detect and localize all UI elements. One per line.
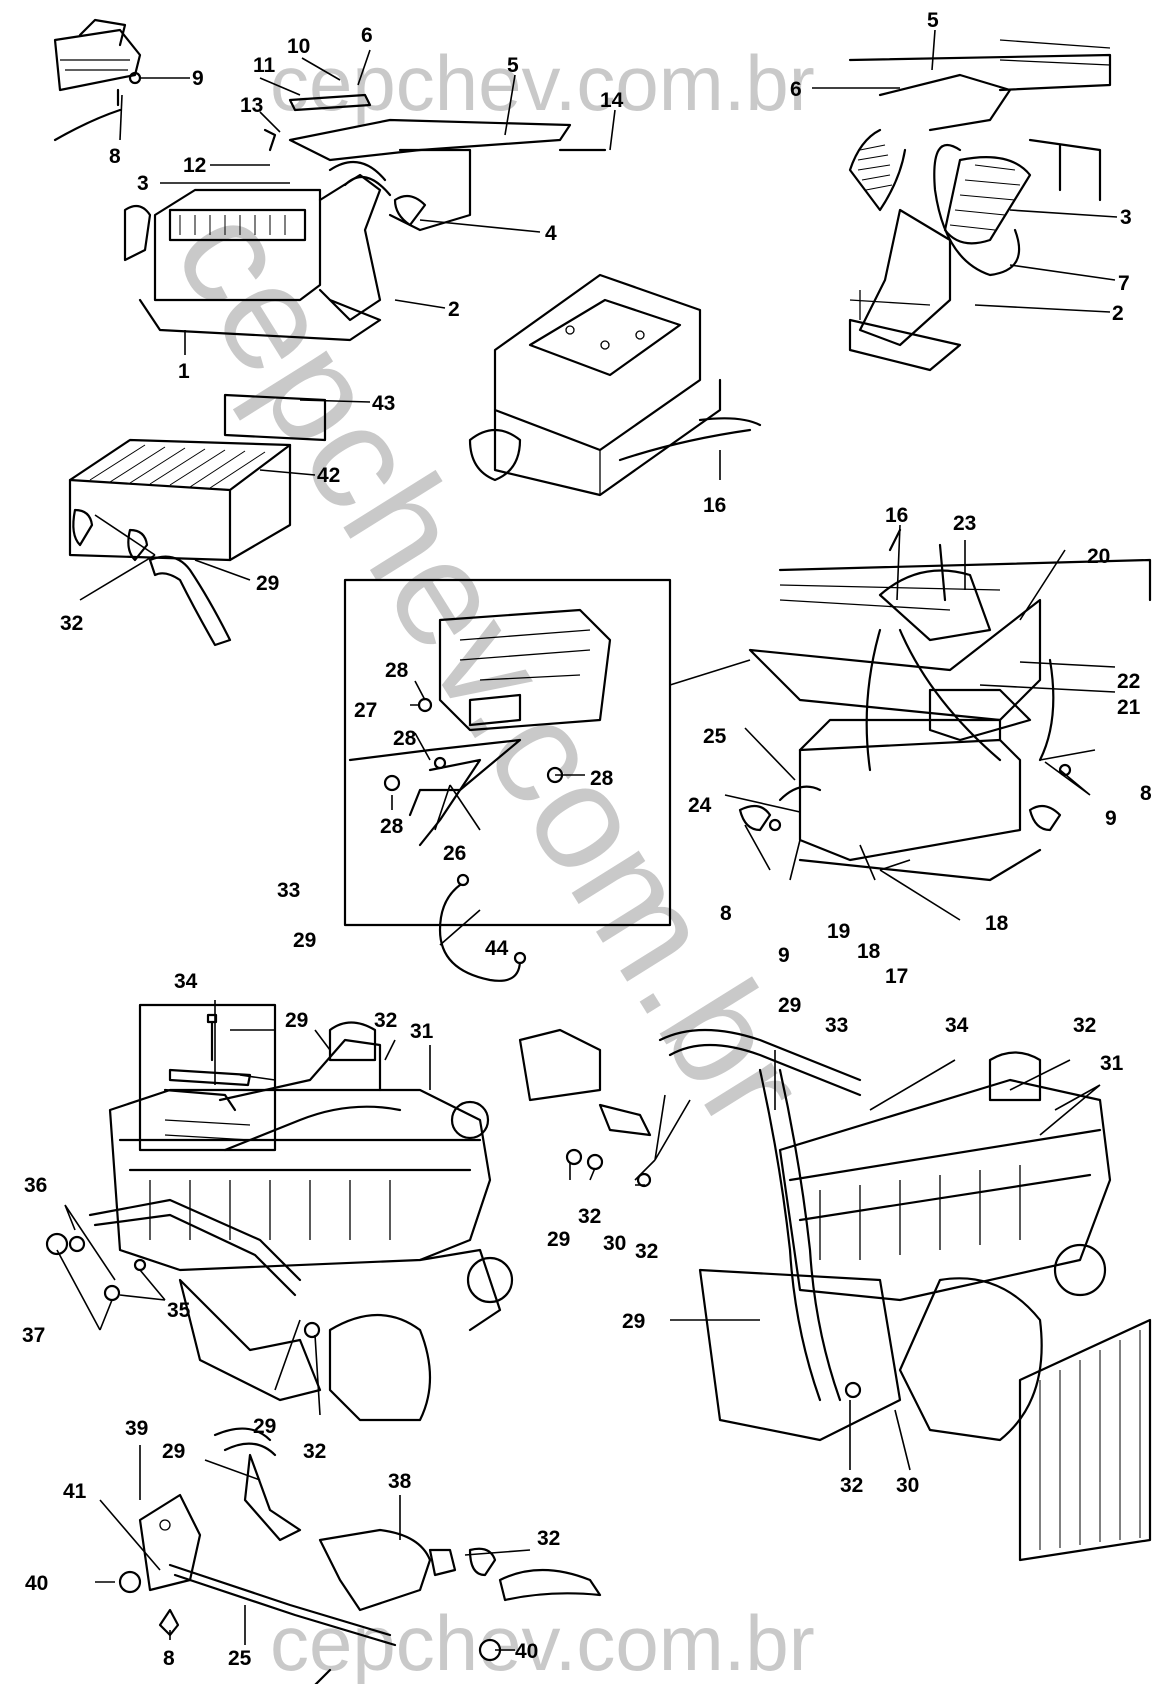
heater-core-drawing [68,393,327,647]
callout-label: 18 [985,912,1009,935]
callout-label: 33 [277,879,300,902]
callout-label: 13 [240,94,263,117]
callout-label: 16 [703,494,726,517]
heater-box-assembly-drawing [123,93,607,342]
callout-label: 29 [162,1440,185,1463]
callout-label: 14 [600,89,624,112]
callout-label: 37 [22,1324,45,1347]
callout-label: 29 [778,994,801,1017]
right-engine-drawing [518,1028,1152,1562]
callout-label: 28 [393,727,417,750]
callout-label: 9 [778,944,790,967]
callout-label: 39 [125,1417,148,1440]
callout-label: 32 [578,1205,601,1228]
callout-label: 30 [603,1232,626,1255]
callout-label: 29 [547,1228,570,1251]
air-duct-drawing [848,39,1112,372]
callout-label: 12 [183,154,206,177]
callout-label: 35 [167,1299,191,1322]
bracket-inset-drawing [343,578,751,927]
callout-label: 29 [285,1009,308,1032]
callout-label: 6 [790,78,802,101]
callout-label: 19 [827,920,850,943]
callout-label: 28 [385,659,409,682]
callout-label: 32 [840,1474,863,1497]
callout-label: 11 [253,54,276,77]
callout-label: 36 [24,1174,47,1197]
heater-unit-drawing [468,273,762,497]
callout-label: 21 [1117,696,1141,719]
hose-44-drawing [438,873,527,982]
callout-label: 24 [688,794,712,817]
callout-label: 40 [515,1640,538,1663]
callout-label: 41 [63,1480,87,1503]
callout-label: 20 [1087,545,1110,568]
callout-label: 23 [953,512,976,535]
callout-label: 34 [945,1014,969,1037]
callout-label: 3 [137,172,149,195]
watermark-diagonal: cepchev.com.br [143,178,841,1155]
callout-label: 5 [927,9,939,32]
callout-label: 22 [1117,670,1140,693]
valve-assembly-drawing [118,1427,602,1684]
callout-label: 32 [303,1440,326,1463]
callout-label: 10 [287,35,310,58]
callout-label: 29 [256,572,279,595]
watermark-bottom: cepchev.com.br [270,1599,815,1684]
callout-label: 28 [590,767,614,790]
callout-label: 26 [443,842,466,865]
callout-labels: 9 8 10 6 11 5 13 14 12 3 4 2 1 5 6 3 7 2… [22,9,1152,1670]
callout-label: 8 [1140,782,1152,805]
callout-label: 34 [174,970,198,993]
callout-label: 18 [857,940,881,963]
callout-label: 7 [1118,272,1130,295]
callout-label: 2 [1112,302,1124,325]
callout-label: 42 [317,464,340,487]
left-engine-drawing [45,1021,514,1422]
callout-label: 8 [720,902,732,925]
callout-label: 31 [410,1020,434,1043]
callout-label: 30 [896,1474,919,1497]
callout-label: 43 [372,392,395,415]
callout-label: 33 [825,1014,848,1037]
callout-label: 9 [1105,807,1117,830]
callout-label: 40 [25,1572,48,1595]
callout-label: 1 [178,360,190,383]
bracket-detail-drawing [53,18,142,142]
callout-label: 25 [228,1647,252,1670]
callout-label: 4 [545,222,557,245]
callout-label: 8 [109,145,121,168]
callout-label: 38 [388,1470,412,1493]
clamp-inset-drawing [138,1003,277,1152]
leader-lines [56,29,1118,1651]
callout-label: 5 [507,54,519,77]
callout-label: 2 [448,298,460,321]
callout-label: 32 [635,1240,658,1263]
callout-label: 8 [163,1647,175,1670]
callout-label: 3 [1120,206,1132,229]
callout-label: 29 [293,929,316,952]
watermark-top: cepchev.com.br [270,39,815,127]
callout-label: 28 [380,815,404,838]
callout-label: 9 [192,67,204,90]
callout-label: 6 [361,24,373,47]
installed-heater-drawing [738,528,1152,882]
callout-label: 32 [537,1527,560,1550]
callout-label: 29 [622,1310,645,1333]
callout-label: 16 [885,504,908,527]
callout-label: 17 [885,965,908,988]
callout-label: 25 [703,725,727,748]
callout-label: 29 [253,1415,276,1438]
callout-label: 32 [374,1009,397,1032]
callout-label: 44 [485,937,509,960]
callout-label: 27 [354,699,377,722]
callout-label: 32 [60,612,83,635]
callout-label: 31 [1100,1052,1124,1075]
callout-label: 32 [1073,1014,1096,1037]
